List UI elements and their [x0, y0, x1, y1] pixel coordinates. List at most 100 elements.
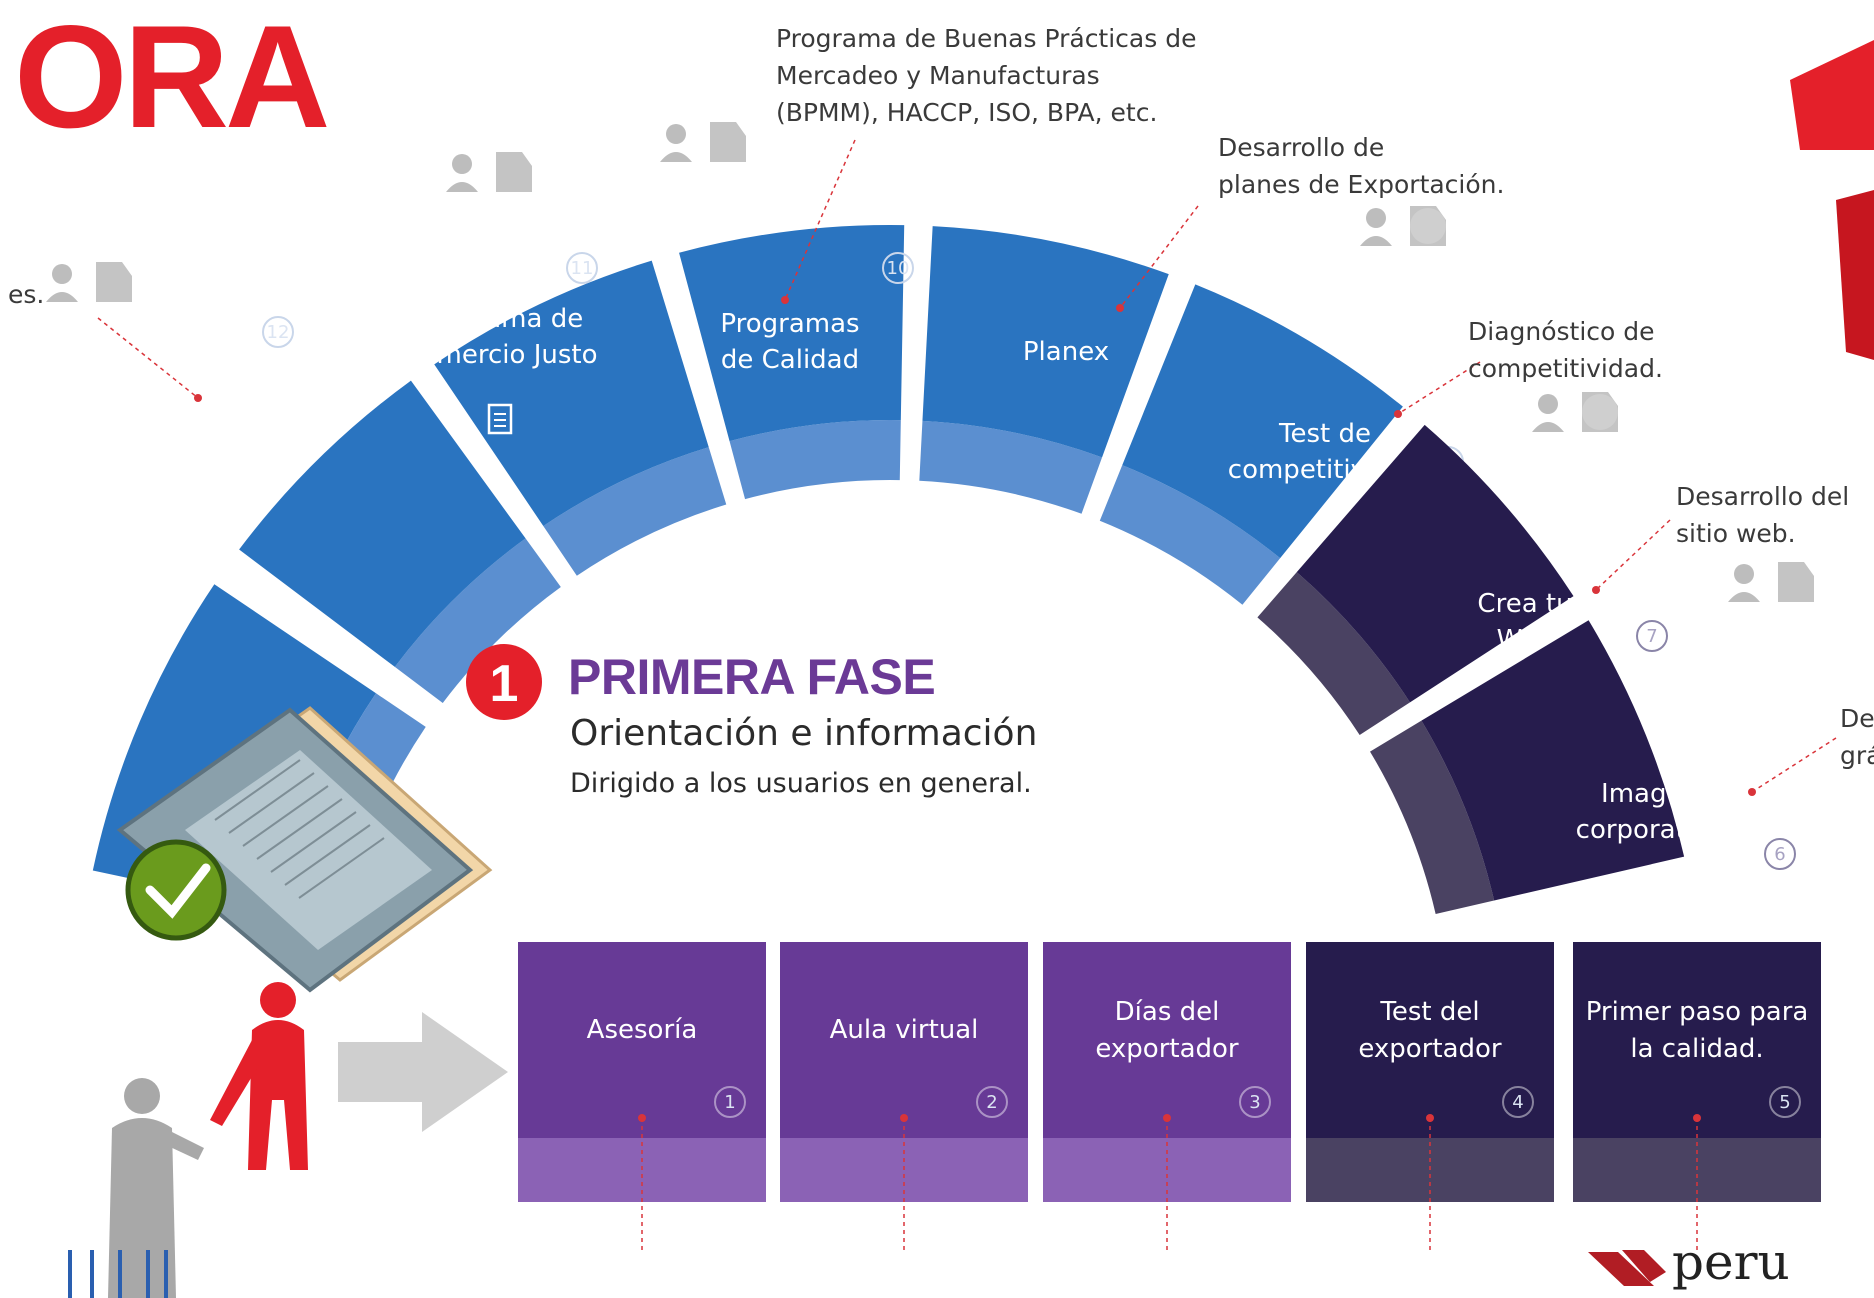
person-document-icon	[46, 262, 132, 302]
arc-segment-8: Test decompetitividad8	[1099, 284, 1464, 605]
person-document-icon	[1532, 392, 1618, 432]
phase-badge-circle	[466, 644, 542, 720]
segment-label: Test de	[1278, 419, 1371, 449]
box-number-badge	[1502, 1086, 1534, 1118]
annotation-dot	[1748, 788, 1756, 796]
segment-top	[1122, 284, 1403, 559]
segment-base	[543, 447, 727, 576]
annotation-pointer	[1397, 361, 1481, 415]
segment-label: ama de	[0, 525, 89, 555]
segment-number: 7	[1646, 626, 1657, 647]
segment-top	[1296, 424, 1574, 703]
document-icon	[487, 403, 513, 435]
document-text-line	[270, 811, 357, 873]
red-person-arm	[210, 1040, 262, 1126]
person-icon-head	[1734, 564, 1754, 584]
segment-label: aques	[1, 561, 79, 591]
globe-icon	[1410, 208, 1446, 244]
page-title-fragment: ORA	[14, 0, 330, 158]
segment-number-badge	[882, 252, 914, 284]
person-document-icon	[1728, 562, 1814, 602]
box-label: exportador	[1358, 1034, 1502, 1064]
box-top	[1043, 942, 1291, 1138]
phase-title: PRIMERA FASE	[568, 649, 936, 705]
box-label: Aula virtual	[830, 1015, 979, 1045]
box-label: Test del	[1379, 997, 1479, 1027]
grey-person-body	[108, 1118, 176, 1298]
segment-base	[1370, 720, 1495, 915]
box-number: 1	[724, 1092, 735, 1113]
annotation-dot	[1592, 586, 1600, 594]
document-icon	[710, 122, 746, 162]
box-4: Test del exportador 4	[1306, 942, 1554, 1250]
person-icon-head	[1366, 208, 1386, 228]
annotation-planex: Desarrollo de planes de Exportación.	[1218, 133, 1505, 199]
segment-label: Comercio Justo	[403, 340, 598, 370]
box-top	[1573, 942, 1821, 1138]
segment-label: Planex	[1023, 337, 1109, 367]
red-corner-shape	[1790, 40, 1874, 150]
segment-label: de diseño	[193, 390, 319, 420]
person-document-icon	[1360, 206, 1446, 246]
annotation-dot	[781, 296, 789, 304]
red-person-body	[248, 1020, 308, 1170]
box-top	[1306, 942, 1554, 1138]
annotation-dot	[1394, 410, 1402, 418]
person-document-icon	[446, 152, 532, 192]
person-icon-body	[1728, 592, 1760, 602]
segment-base	[394, 538, 561, 703]
box-number-badge	[1239, 1086, 1271, 1118]
segment-top	[679, 225, 905, 442]
person-icon-head	[666, 124, 686, 144]
box-top	[780, 942, 1028, 1138]
segment-number-badge	[262, 316, 294, 348]
pointer-dot	[1426, 1114, 1434, 1122]
box-number-badge	[1769, 1086, 1801, 1118]
pointer-dot	[1163, 1114, 1171, 1122]
segment-number: 12	[267, 322, 290, 343]
annotation-pointer	[1595, 519, 1671, 591]
person-icon-head	[452, 154, 472, 174]
person-icon-head	[52, 264, 72, 284]
peru-logo-mark	[1588, 1252, 1654, 1286]
red-figure-shape	[1836, 190, 1874, 360]
box-number-badge	[714, 1086, 746, 1118]
document-icon	[243, 453, 269, 485]
peru-logo-mark	[1622, 1250, 1666, 1282]
document-text-line	[242, 785, 329, 847]
box-label: Asesoría	[587, 1015, 698, 1045]
blue-bar	[164, 1250, 168, 1298]
pointer-dot	[638, 1114, 646, 1122]
box-label: exportador	[1095, 1034, 1239, 1064]
person-icon-body	[46, 292, 78, 302]
box-number: 3	[1249, 1092, 1260, 1113]
box-number: 4	[1512, 1092, 1523, 1113]
segment-label: corporativa	[1576, 815, 1725, 845]
document-text-line	[284, 824, 371, 886]
segment-top	[922, 226, 1169, 458]
segment-label: Programa	[193, 354, 319, 384]
annotation-web: Desarrollo del sitio web.	[1676, 482, 1850, 548]
person-icon-body	[446, 182, 478, 192]
segment-base	[1257, 572, 1410, 736]
phase-number-badge: 1	[466, 644, 542, 720]
blue-bar	[90, 1250, 94, 1298]
person-icon-body	[660, 152, 692, 162]
segment-number: 10	[887, 258, 910, 279]
segment-base	[1099, 465, 1281, 605]
phase-subtitle: Orientación e información	[570, 713, 1038, 754]
person-icon-body	[1360, 236, 1392, 246]
blue-bar	[68, 1250, 72, 1298]
segment-top	[239, 380, 526, 667]
annotation-pointer	[97, 317, 199, 399]
globe-icon	[1582, 394, 1618, 430]
segment-number-badge	[1764, 838, 1796, 870]
arc-segment-9: Planex9	[919, 226, 1212, 514]
annotation-left: es.	[8, 280, 45, 309]
annotation-pointer	[784, 139, 856, 301]
